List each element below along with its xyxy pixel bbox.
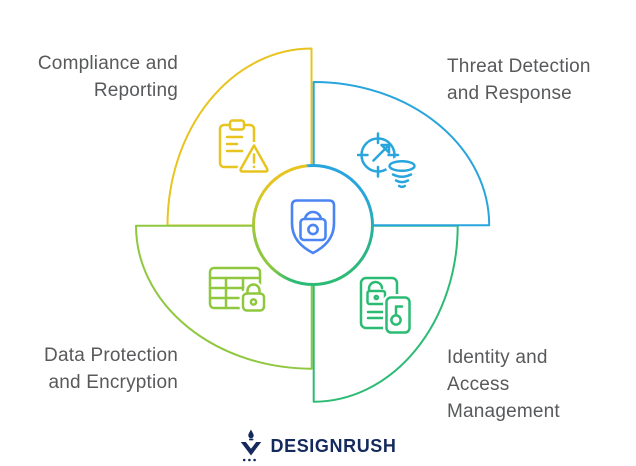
clipboard-warning-icon xyxy=(212,118,274,176)
label-data-protection-and-encryption: Data Protection and Encryption xyxy=(44,345,178,393)
shield-lock-icon xyxy=(284,193,342,259)
brand-name: DESIGNRUSH xyxy=(270,435,397,456)
label-threat-detection-and-response: Threat Detection and Response xyxy=(447,56,591,104)
designrush-logo-icon xyxy=(241,429,262,462)
label-compliance-and-reporting: Compliance and Reporting xyxy=(37,53,178,101)
footer-brand: DESIGNRUSH xyxy=(0,428,636,464)
radar-funnel-icon xyxy=(357,132,423,196)
table-lock-icon xyxy=(206,262,272,322)
label-identity-and-access-management: Identity and Access Management xyxy=(447,347,560,422)
id-cards-key-icon xyxy=(355,270,421,340)
